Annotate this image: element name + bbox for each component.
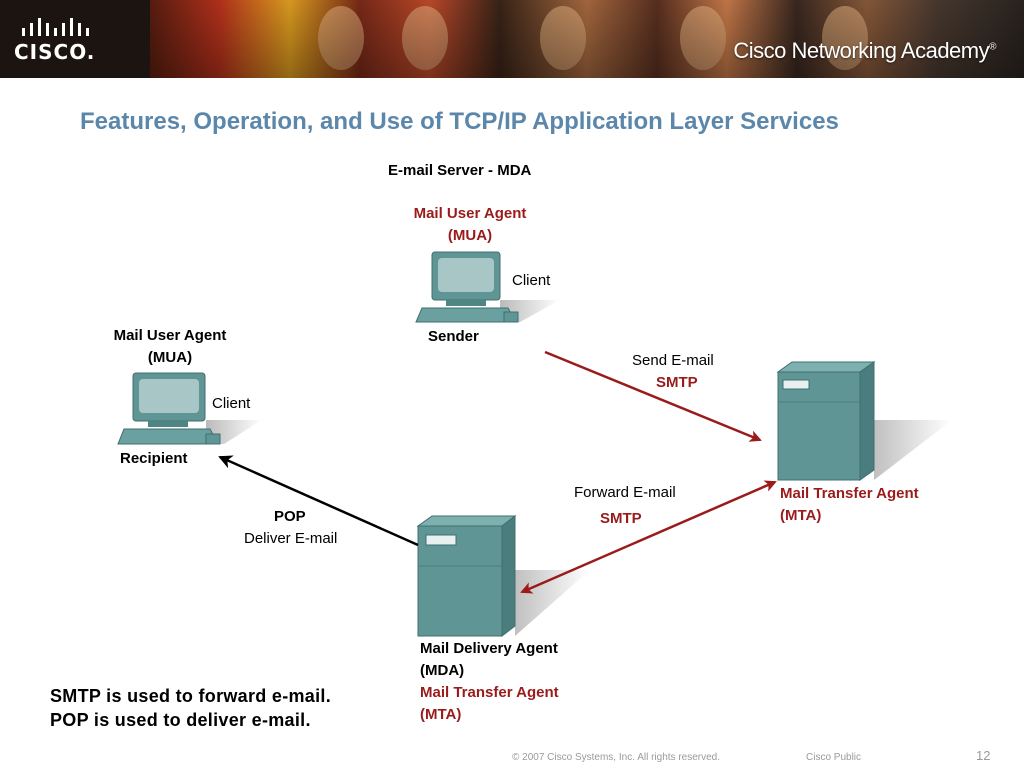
sender-agent-name: Mail User Agent [413, 205, 527, 222]
send-email-arrow [544, 350, 762, 442]
summary-line-pop: POP is used to deliver e-mail. [50, 710, 311, 730]
slide-number: 12 [976, 748, 991, 763]
banner-face [402, 6, 448, 70]
mta-label: Mail Transfer Agent (MTA) [780, 483, 919, 527]
pop-label: POP [274, 508, 306, 525]
banner-face [680, 6, 726, 70]
cisco-logo: CISCO. [14, 14, 98, 64]
server-heading: E-mail Server - MDA [388, 162, 532, 179]
footer-classification: Cisco Public [806, 752, 862, 763]
sender-computer-icon [415, 251, 560, 323]
recipient-agent-label: Mail User Agent (MUA) [100, 325, 240, 369]
send-smtp-label: SMTP [656, 374, 698, 391]
mda-label: Mail Delivery Agent (MDA) Mail Transfer … [420, 638, 559, 726]
recipient-computer-icon [117, 372, 262, 445]
summary-line-smtp: SMTP is used to forward e-mail. [50, 686, 332, 706]
mda-mta-abbr: (MTA) [420, 706, 462, 723]
banner-shade [150, 0, 1024, 78]
registered-mark: ® [989, 41, 996, 53]
cisco-wordmark: CISCO. [14, 40, 96, 64]
banner-face [318, 6, 364, 70]
forward-email-arrow [520, 480, 777, 594]
mta-name: Mail Transfer Agent [780, 485, 919, 502]
recipient-role-label: Recipient [120, 450, 188, 467]
recipient-agent-abbr: (MUA) [147, 349, 193, 366]
mda-abbr: (MDA) [420, 662, 465, 679]
sender-client-label: Client [512, 272, 551, 289]
mta-server-icon [776, 361, 952, 481]
academy-name: Cisco Networking Academy® [733, 38, 996, 64]
banner-photo-strip [150, 0, 1024, 78]
recipient-client-label: Client [212, 395, 251, 412]
mda-name: Mail Delivery Agent [420, 640, 558, 657]
mta-abbr: (MTA) [780, 507, 822, 524]
recipient-agent-name: Mail User Agent [113, 327, 227, 344]
page-title: Features, Operation, and Use of TCP/IP A… [80, 108, 839, 135]
deliver-email-label: Deliver E-mail [244, 530, 338, 547]
forward-smtp-label: SMTP [600, 510, 642, 527]
footer-copyright: © 2007 Cisco Systems, Inc. All rights re… [512, 752, 721, 763]
cisco-bridge-icon [22, 18, 89, 36]
sender-agent-abbr: (MUA) [447, 227, 493, 244]
sender-role-label: Sender [428, 328, 479, 345]
banner-face [822, 6, 868, 70]
banner-face [540, 6, 586, 70]
forward-email-label: Forward E-mail [574, 484, 676, 501]
header-banner: CISCO. Cisco Networking Academy® [0, 0, 1024, 78]
summary-text: SMTP is used to forward e-mail. POP is u… [50, 684, 331, 732]
sender-agent-label: Mail User Agent (MUA) [400, 203, 540, 247]
send-email-label: Send E-mail [632, 352, 714, 369]
mda-server-icon [416, 514, 590, 638]
mda-mta-name: Mail Transfer Agent [420, 684, 559, 701]
academy-text: Cisco Networking Academy [733, 38, 990, 63]
deliver-email-arrow [218, 455, 419, 547]
